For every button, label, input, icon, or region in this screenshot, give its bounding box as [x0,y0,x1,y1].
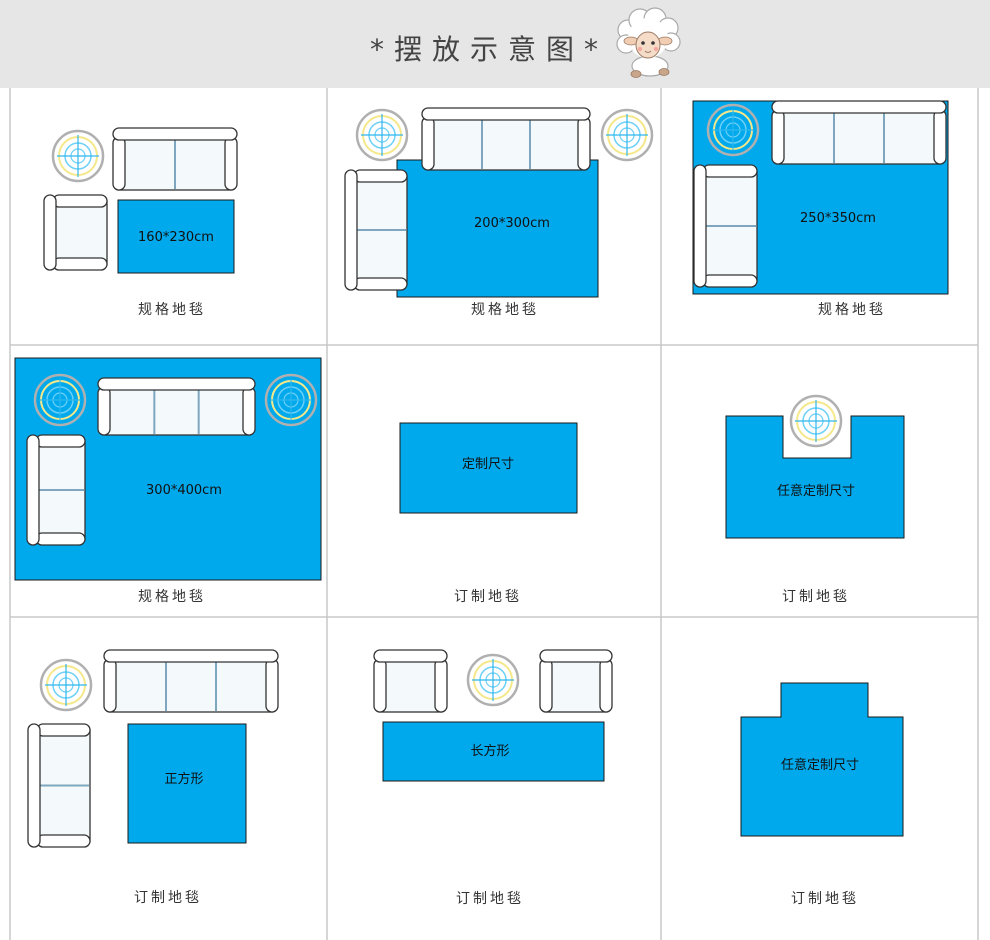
rug-type-caption: 订制地毯 [791,891,859,907]
rug-size-label: 任意定制尺寸 [781,757,859,773]
rug-type-caption: 规格地毯 [138,589,206,605]
sofa-icon [112,127,238,191]
page-title: *摆放示意图* [370,33,608,66]
side-table-lamp-icon [600,108,654,162]
rug [382,721,605,782]
cell-4: 300*400cm 规格地毯 [14,357,322,605]
rug-type-caption: 订制地毯 [782,589,850,605]
rug-type-caption: 规格地毯 [818,302,886,318]
cell-6: 任意定制尺寸 订制地毯 [725,394,905,605]
cell-2: 200*300cm 规格地毯 [344,107,654,318]
side-table-lamp-icon [466,653,520,707]
rug-type-caption: 规格地毯 [138,302,206,318]
furniture-group [373,649,613,713]
rug [127,723,247,844]
rug-type-caption: 订制地毯 [456,891,524,907]
armchair-icon [539,649,613,713]
cell-1: 160*230cm 规格地毯 [43,127,238,318]
sofa-icon [97,377,256,436]
rug [725,415,905,539]
furniture-group [693,100,947,288]
armchair-icon [43,194,108,271]
sofa-icon [344,169,408,291]
cell-5: 定制尺寸 订制地毯 [399,422,578,605]
cell-7: 正方形 订制地毯 [27,649,279,906]
side-table-lamp-icon [33,373,87,427]
sofa-icon [103,649,279,713]
header-banner [0,0,990,88]
rug-type-caption: 订制地毯 [454,589,522,605]
rug [117,199,235,274]
side-table-lamp-icon [355,108,409,162]
rug [740,682,904,837]
furniture-group [27,649,279,848]
sofa-icon [27,723,91,848]
side-table-lamp-icon [264,373,318,427]
rug-size-label: 正方形 [164,771,203,787]
grid [9,88,979,940]
sofa-icon [771,100,947,165]
rug [399,422,578,514]
cell-8: 长方形 订制地毯 [373,649,613,907]
rug-size-label: 300*400cm [146,483,222,498]
rug-type-caption: 规格地毯 [471,302,539,318]
furniture-group [789,394,843,448]
cell-9: 任意定制尺寸 订制地毯 [740,682,904,907]
armchair-icon [373,649,448,713]
rug-size-label: 250*350cm [800,211,876,226]
rug-type-caption: 订制地毯 [134,890,202,906]
side-table-lamp-icon [51,129,105,183]
furniture-group [26,373,318,546]
rug-size-label: 长方形 [470,743,509,759]
rug-size-label: 160*230cm [138,230,214,245]
rug-size-label: 任意定制尺寸 [777,483,855,499]
side-table-lamp-icon [706,103,760,157]
side-table-lamp-icon [39,658,93,712]
side-table-lamp-icon [789,394,843,448]
furniture-group [344,107,654,291]
sofa-icon [421,107,591,171]
furniture-group [43,127,238,271]
rug-size-label: 200*300cm [474,216,550,231]
sofa-icon [26,434,86,546]
sofa-icon [693,164,758,288]
cell-3: 250*350cm 规格地毯 [692,100,949,318]
rug [396,159,599,298]
sheep-mascot-icon [616,7,681,78]
rug-size-label: 定制尺寸 [462,457,514,472]
